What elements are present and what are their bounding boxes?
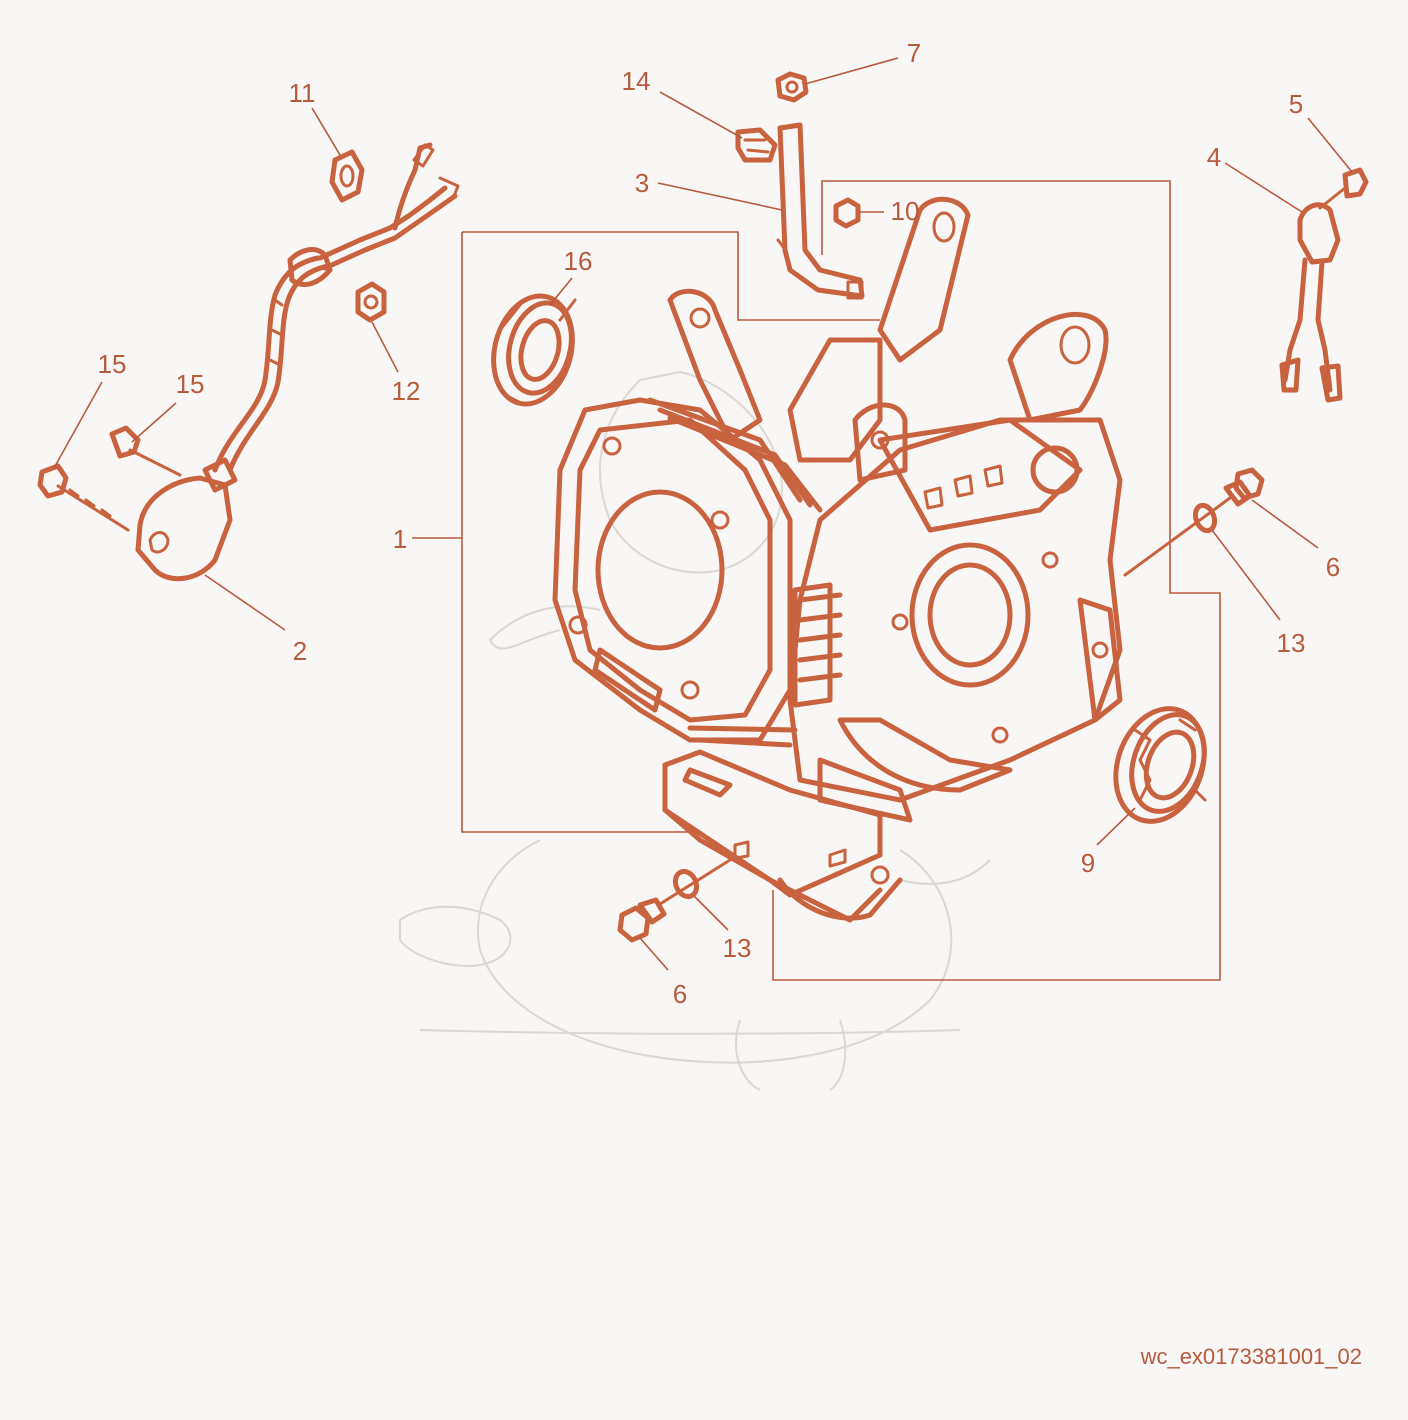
crankcase-group-outline — [462, 231, 880, 321]
part-15-screw-a — [37, 463, 130, 532]
callout-5: 5 — [1289, 89, 1303, 119]
callout-14: 14 — [622, 66, 651, 96]
side-lug — [1007, 312, 1109, 423]
part-12-nut — [355, 281, 387, 323]
part-3-bracket — [776, 122, 865, 300]
part-9-oil-seal — [1113, 706, 1207, 824]
part-14-clip — [735, 127, 778, 163]
cylinder-group-outline — [772, 180, 1221, 981]
callout-1: 1 — [393, 524, 407, 554]
callout-13-bottom: 13 — [723, 933, 752, 963]
callout-4: 4 — [1207, 142, 1221, 172]
part-4-connector — [1279, 202, 1343, 403]
callout-6-bottom: 6 — [673, 979, 687, 1009]
leader-11 — [311, 107, 341, 156]
callout-6-right: 6 — [1326, 552, 1340, 582]
leader-9 — [1096, 807, 1136, 846]
callout-7: 7 — [907, 38, 921, 68]
part-13-washer-right — [1192, 502, 1218, 534]
part-10-nut — [833, 197, 861, 229]
leader-5 — [1307, 117, 1353, 173]
callout-labels: 1 2 3 4 5 6 6 7 9 10 11 12 13 13 14 15 1… — [98, 38, 1341, 1009]
part-6-bolt-bottom — [617, 858, 732, 943]
leader-4 — [1224, 162, 1303, 213]
leader-7 — [804, 57, 899, 85]
leader-3 — [657, 182, 783, 211]
callout-9: 9 — [1081, 848, 1095, 878]
leader-13b — [693, 895, 729, 931]
leader-12 — [371, 321, 399, 373]
part-15-screw-b — [109, 425, 182, 477]
callout-3: 3 — [635, 168, 649, 198]
leader-15b — [131, 402, 177, 443]
leader-13a — [1211, 529, 1281, 621]
part-6-bolt-right — [1123, 467, 1265, 577]
leader-lines — [53, 57, 1353, 971]
assembly-group-box — [461, 180, 1221, 981]
callout-15-left: 15 — [98, 349, 127, 379]
callout-15-mid: 15 — [176, 369, 205, 399]
leader-6b — [639, 937, 669, 971]
part-1-crankcase — [552, 196, 1123, 923]
upper-lug-right — [877, 196, 971, 363]
callout-10: 10 — [891, 196, 920, 226]
leader-15a — [53, 381, 103, 469]
base-plate — [662, 749, 883, 898]
leader-16 — [549, 277, 573, 306]
callout-11: 11 — [289, 78, 316, 108]
callout-2: 2 — [293, 636, 307, 666]
crankcase-group-left-edge — [461, 232, 700, 833]
part-13-washer-bottom — [672, 868, 700, 900]
part-11-washer — [329, 149, 365, 203]
part-16-oil-seal — [491, 293, 577, 407]
drawing-code: wc_ex0173381001_02 — [1140, 1344, 1362, 1369]
crank-housing — [787, 417, 1123, 803]
callout-16: 16 — [564, 246, 593, 276]
leader-2 — [204, 574, 286, 631]
upper-lug-left — [667, 288, 763, 443]
callout-12: 12 — [392, 376, 421, 406]
part-2-sensor-harness — [135, 142, 460, 582]
callout-13-right: 13 — [1277, 628, 1306, 658]
part-5-screw — [1318, 167, 1369, 210]
leader-6a — [1251, 499, 1319, 549]
cylinder-block — [552, 397, 793, 743]
leader-14 — [659, 91, 743, 139]
part-7-nut — [775, 71, 809, 103]
